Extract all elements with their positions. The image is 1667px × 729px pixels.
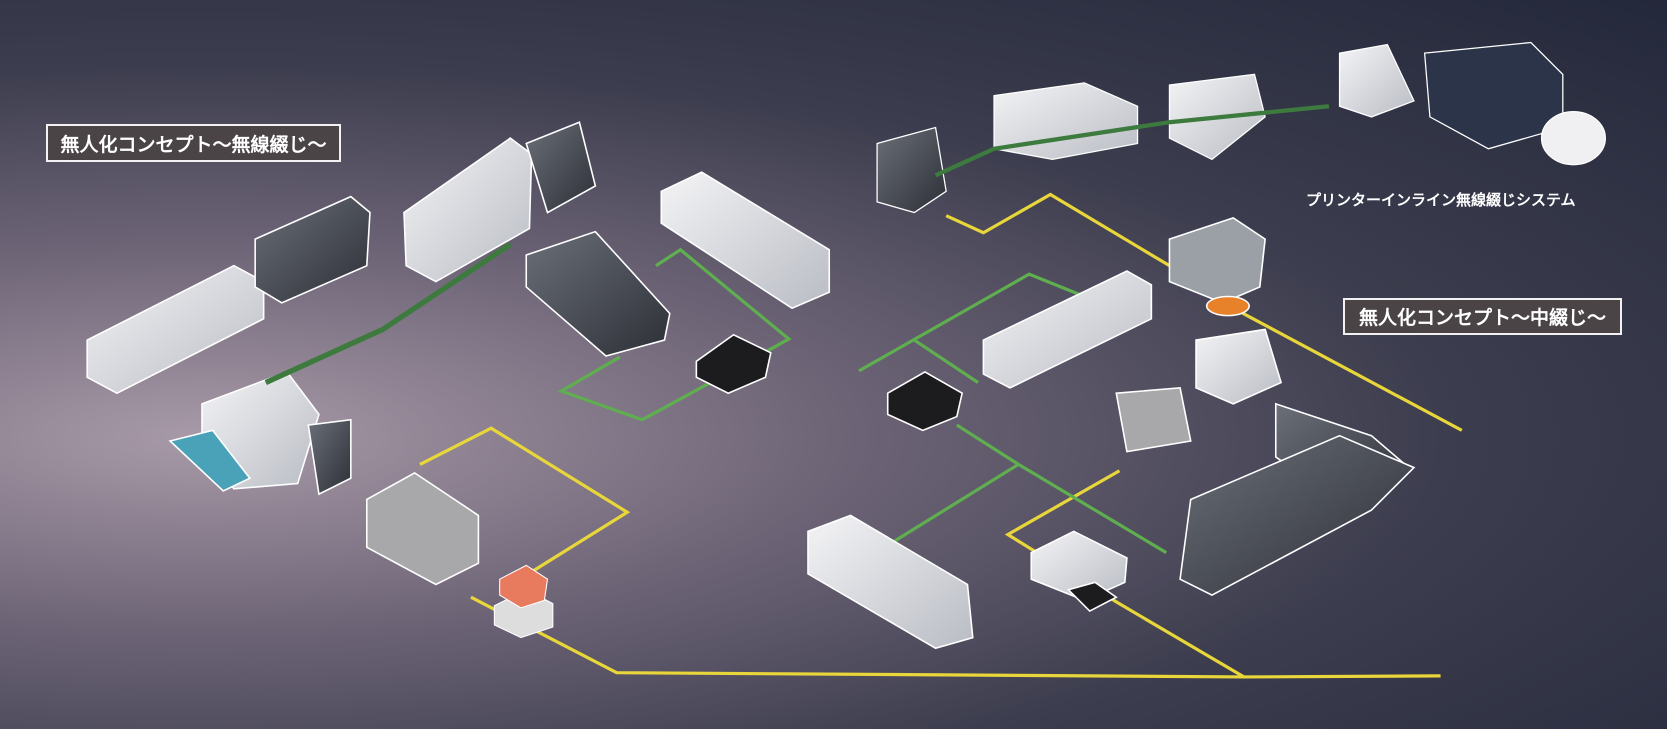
saddle-stitch-line (807, 216, 1416, 650)
perfect-binding-concept-label: 無人化コンセプト〜無線綴じ〜 (46, 124, 341, 162)
printer-inline-system (876, 41, 1606, 214)
agv-loaded (493, 564, 554, 639)
printer-inline-system-caption: プリンターインライン無線綴じシステム (1306, 191, 1576, 209)
green-loop-station (660, 171, 831, 395)
saddle-stitch-concept-label: 無人化コンセプト〜中綴じ〜 (1343, 298, 1622, 335)
green-agv-route (557, 247, 1168, 554)
perfect-binding-line (86, 121, 671, 586)
